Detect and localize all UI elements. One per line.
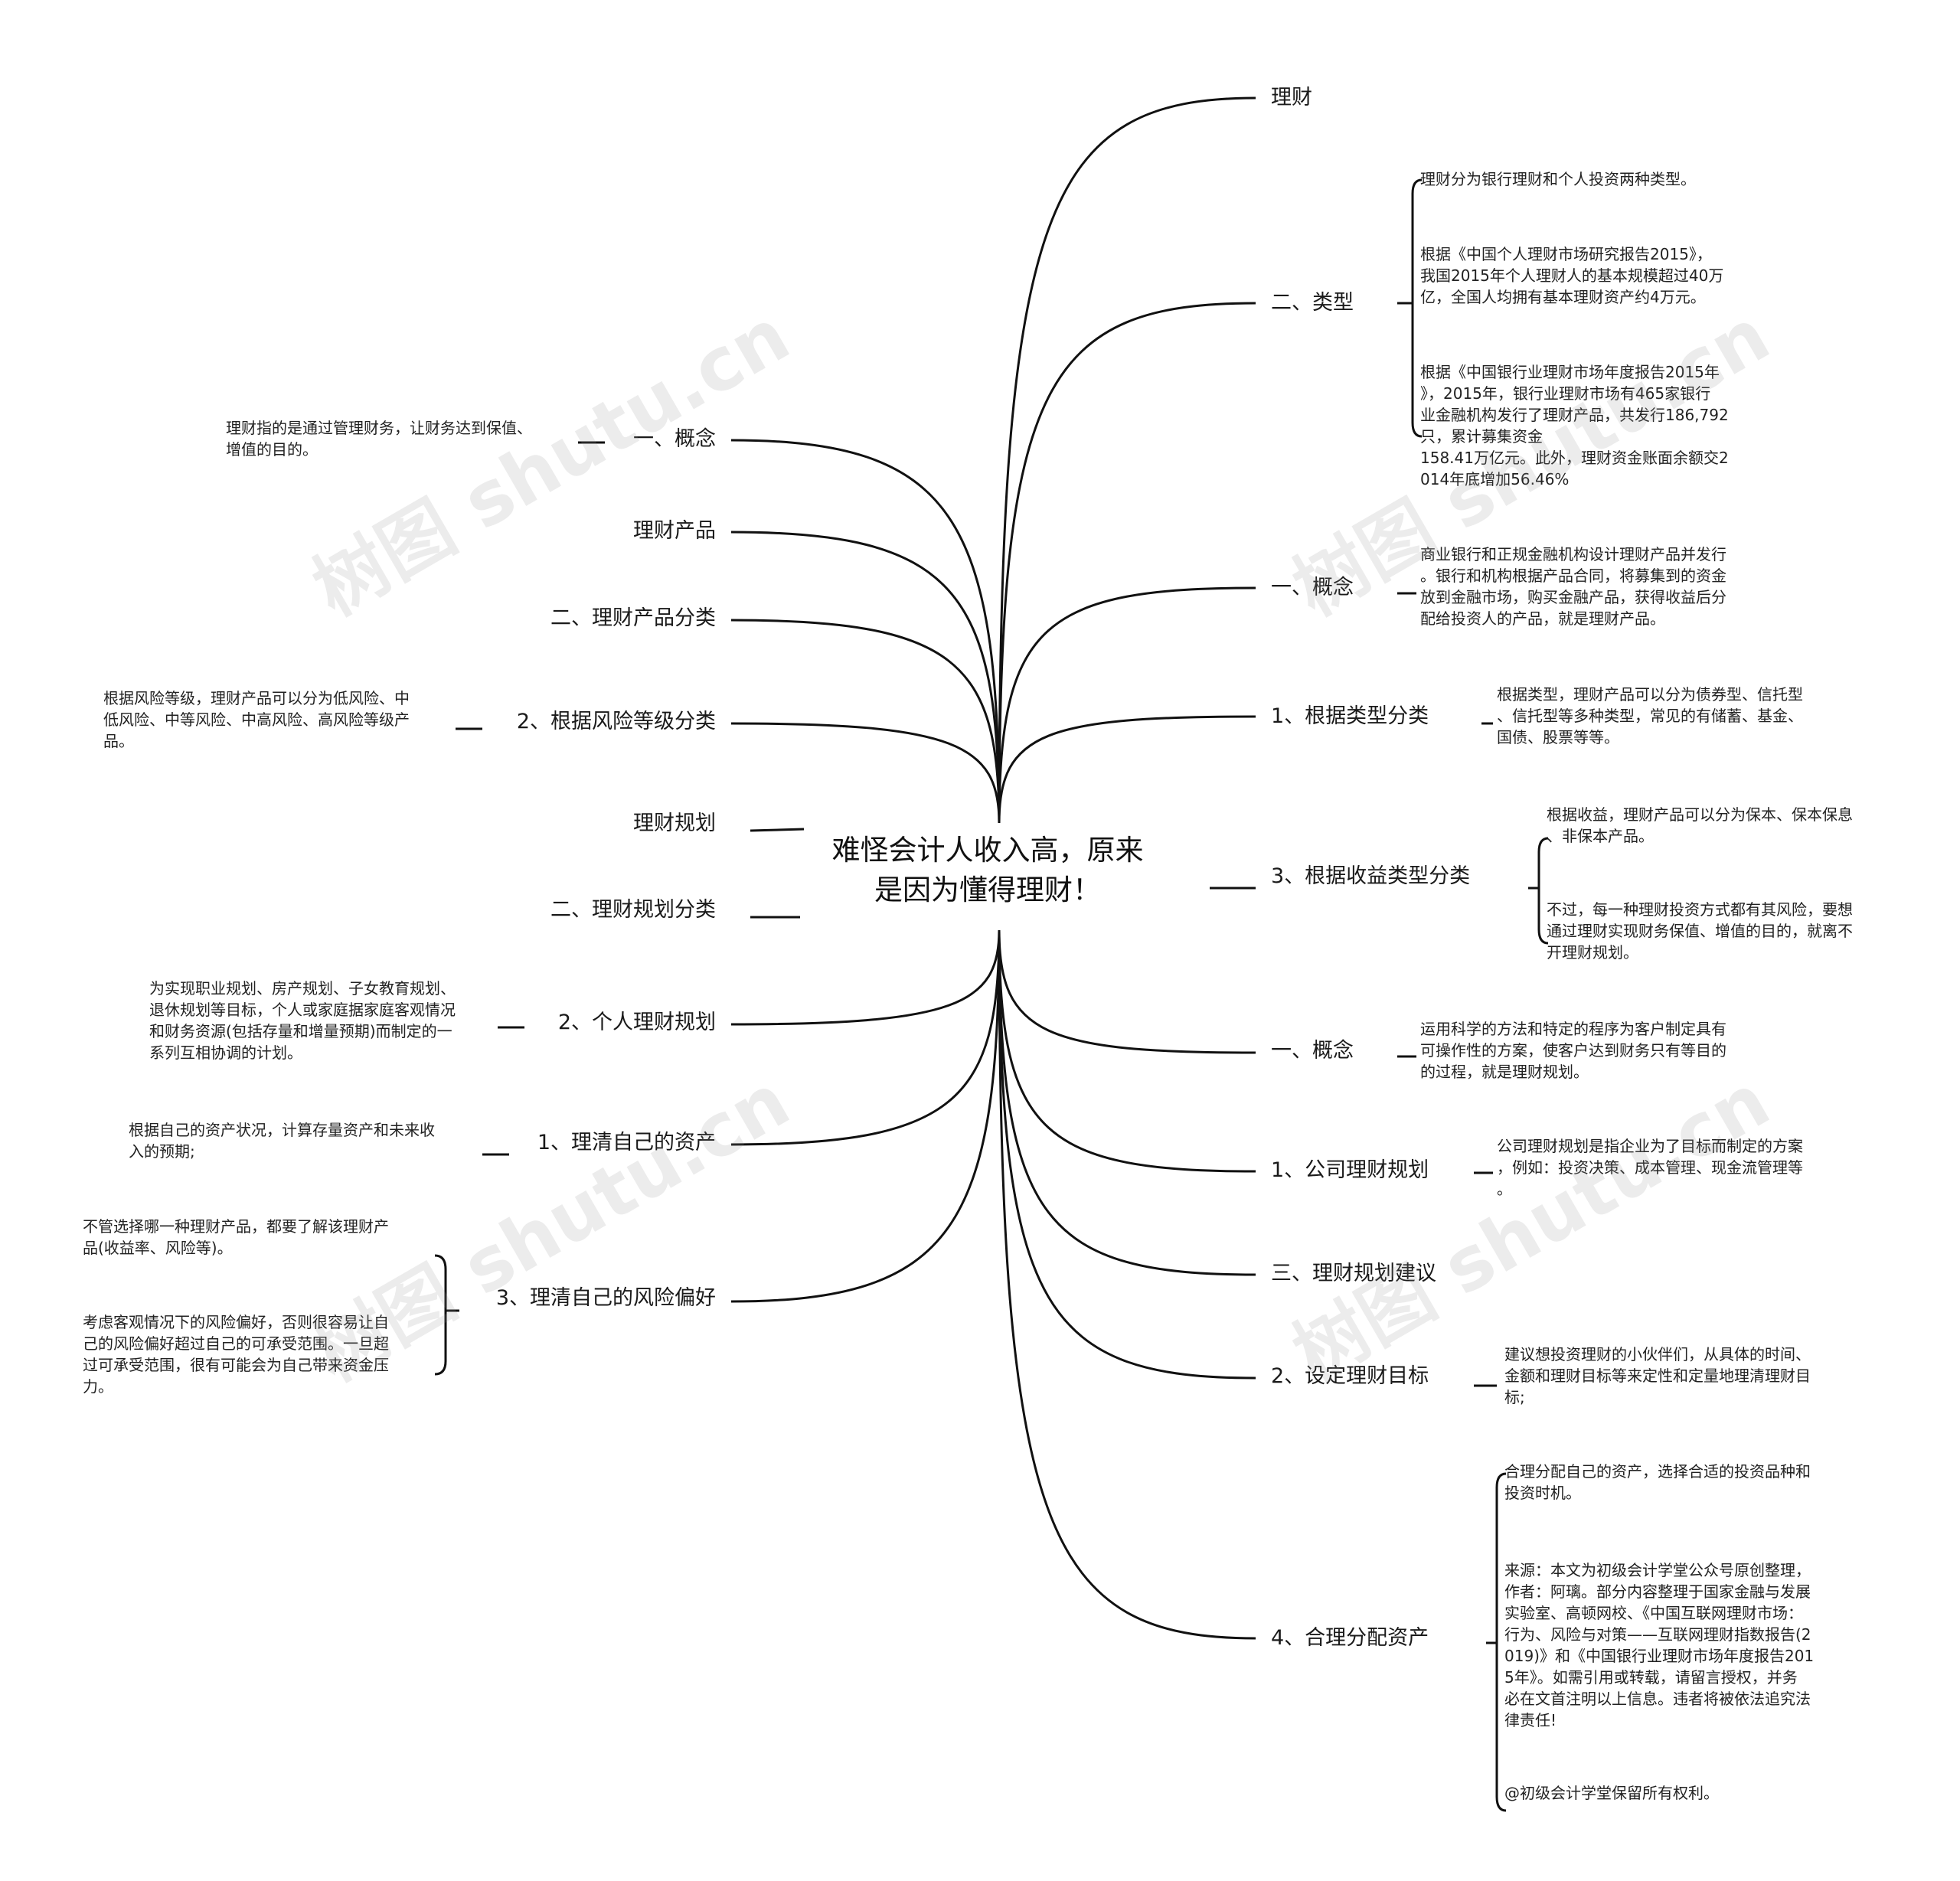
left-pianhao-note-1: 不管选择哪一种理财产品，都要了解该理财产 品(收益率、风险等)。 [83,1217,389,1257]
shouyi-note-2: 不过，每一种理财投资方式都有其风险，要想 通过理财实现财务保值、增值的目的，就离… [1547,900,1853,962]
gainian-guihua-note: 运用科学的方法和特定的程序为客户制定具有 可操作性的方案，使客户达到财务只有等目… [1420,1020,1726,1081]
central-topic[interactable]: 难怪会计人收入高，原来 是因为懂得理财！ [831,834,1144,906]
branch-left-guihua[interactable]: 理财规划 [633,812,716,835]
connector-right-3 [998,715,1256,824]
fenpei-note-3: @初级会计学堂保留所有权利。 [1504,1784,1719,1802]
branch-gongsi[interactable]: 1、公司理财规划 [1271,1158,1429,1182]
branch-left-pianhao[interactable]: 3、理清自己的风险偏好 [495,1286,716,1310]
bracket-leixing [1411,178,1423,438]
connector-left-0 [730,439,1001,824]
left-fengxian-note: 根据风险等级，理财产品可以分为低风险、中 低风险、中等风险、中高风险、高风险等级… [103,689,410,750]
branch-left-chanpin-fenlei[interactable]: 二、理财产品分类 [550,606,716,630]
branch-shouyi[interactable]: 3、根据收益类型分类 [1271,864,1471,888]
mubiao-note: 建议想投资理财的小伙伴们，从具体的时间、 金额和理财目标等来定性和定量地理清理财… [1504,1345,1811,1406]
gongsi-note: 公司理财规划是指企业为了目标而制定的方案 ，例如：投资决策、成本管理、现金流管理… [1497,1137,1803,1198]
branch-gainian-chanpin[interactable]: 一、概念 [1271,576,1354,599]
gainian-chanpin-note: 商业银行和正规金融机构设计理财产品并发行 。银行和机构根据产品合同，将募集到的资… [1420,545,1726,628]
connector-right-b2 [998,929,1256,1276]
branch-left-fengxian[interactable]: 2、根据风险等级分类 [516,710,716,733]
bracket-shouyi [1537,837,1549,945]
branch-gainian-guihua[interactable]: 一、概念 [1271,1039,1354,1063]
connector-left-1 [730,531,1001,824]
branch-jianyi[interactable]: 三、理财规划建议 [1271,1262,1436,1285]
branch-leixing-fenlei[interactable]: 1、根据类型分类 [1271,704,1429,728]
connector-right-1 [998,302,1256,824]
shouyi-note-1: 根据收益，理财产品可以分为保本、保本保息 、非保本产品。 [1547,805,1853,845]
connector-right-b4 [998,929,1256,1640]
leixing-note-2: 根据《中国个人理财市场研究报告2015》， 我国2015年个人理财人的基本规模超… [1420,245,1724,306]
branch-fenpei[interactable]: 4、合理分配资产 [1271,1626,1429,1650]
connector-left-b0 [730,929,1001,1026]
leixing-note-1: 理财分为银行理财和个人投资两种类型。 [1420,170,1696,188]
connector-right-b1 [998,929,1256,1173]
left-zichan-note: 根据自己的资产状况，计算存量资产和未来收 入的预期; [129,1121,435,1161]
connector-left-2 [730,619,1001,824]
left-pianhao-note-2: 考虑客观情况下的风险偏好，否则很容易让自 己的风险偏好超过自己的可承受范围。一旦… [83,1313,389,1396]
branch-leixing[interactable]: 二、类型 [1271,291,1354,315]
connector-right-b3 [998,929,1256,1380]
branch-left-guihua-fenlei[interactable]: 二、理财规划分类 [550,898,716,922]
connector-right-b0 [998,929,1256,1054]
connector-left-3 [730,722,1001,824]
branch-left-chanpin[interactable]: 理财产品 [633,519,716,543]
left-gainian-note: 理财指的是通过管理财务，让财务达到保值、 增值的目的。 [226,419,532,459]
fenpei-note-1: 合理分配自己的资产，选择合适的投资品种和 投资时机。 [1504,1462,1811,1502]
left-geren-note: 为实现职业规划、房产规划、子女教育规划、 退休规划等目标，个人或家庭据家庭客观情… [149,979,456,1062]
connector-left-guihua [750,828,805,832]
leixing-fenlei-note: 根据类型，理财产品可以分为债券型、信托型 、信托型等多种类型，常见的有储蓄、基金… [1497,685,1803,746]
branch-mubiao[interactable]: 2、设定理财目标 [1271,1364,1429,1388]
connector-right-2 [998,586,1256,824]
connector-left-b2 [730,929,1001,1303]
bracket-left-pianhao [434,1254,447,1376]
branch-left-gainian[interactable]: 一、概念 [633,427,716,451]
branch-left-geren[interactable]: 2、个人理财规划 [557,1011,716,1034]
connector-right-0 [998,96,1256,824]
branch-left-zichan[interactable]: 1、理清自己的资产 [537,1131,716,1154]
leixing-note-3: 根据《中国银行业理财市场年度报告2015年 》，2015年，银行业理财市场有46… [1420,363,1729,488]
fenpei-note-2: 来源：本文为初级会计学堂公众号原创整理， 作者：阿璃。部分内容整理于国家金融与发… [1504,1561,1815,1729]
connector-left-b1 [730,929,1001,1146]
branch-licai[interactable]: 理财 [1271,86,1312,109]
